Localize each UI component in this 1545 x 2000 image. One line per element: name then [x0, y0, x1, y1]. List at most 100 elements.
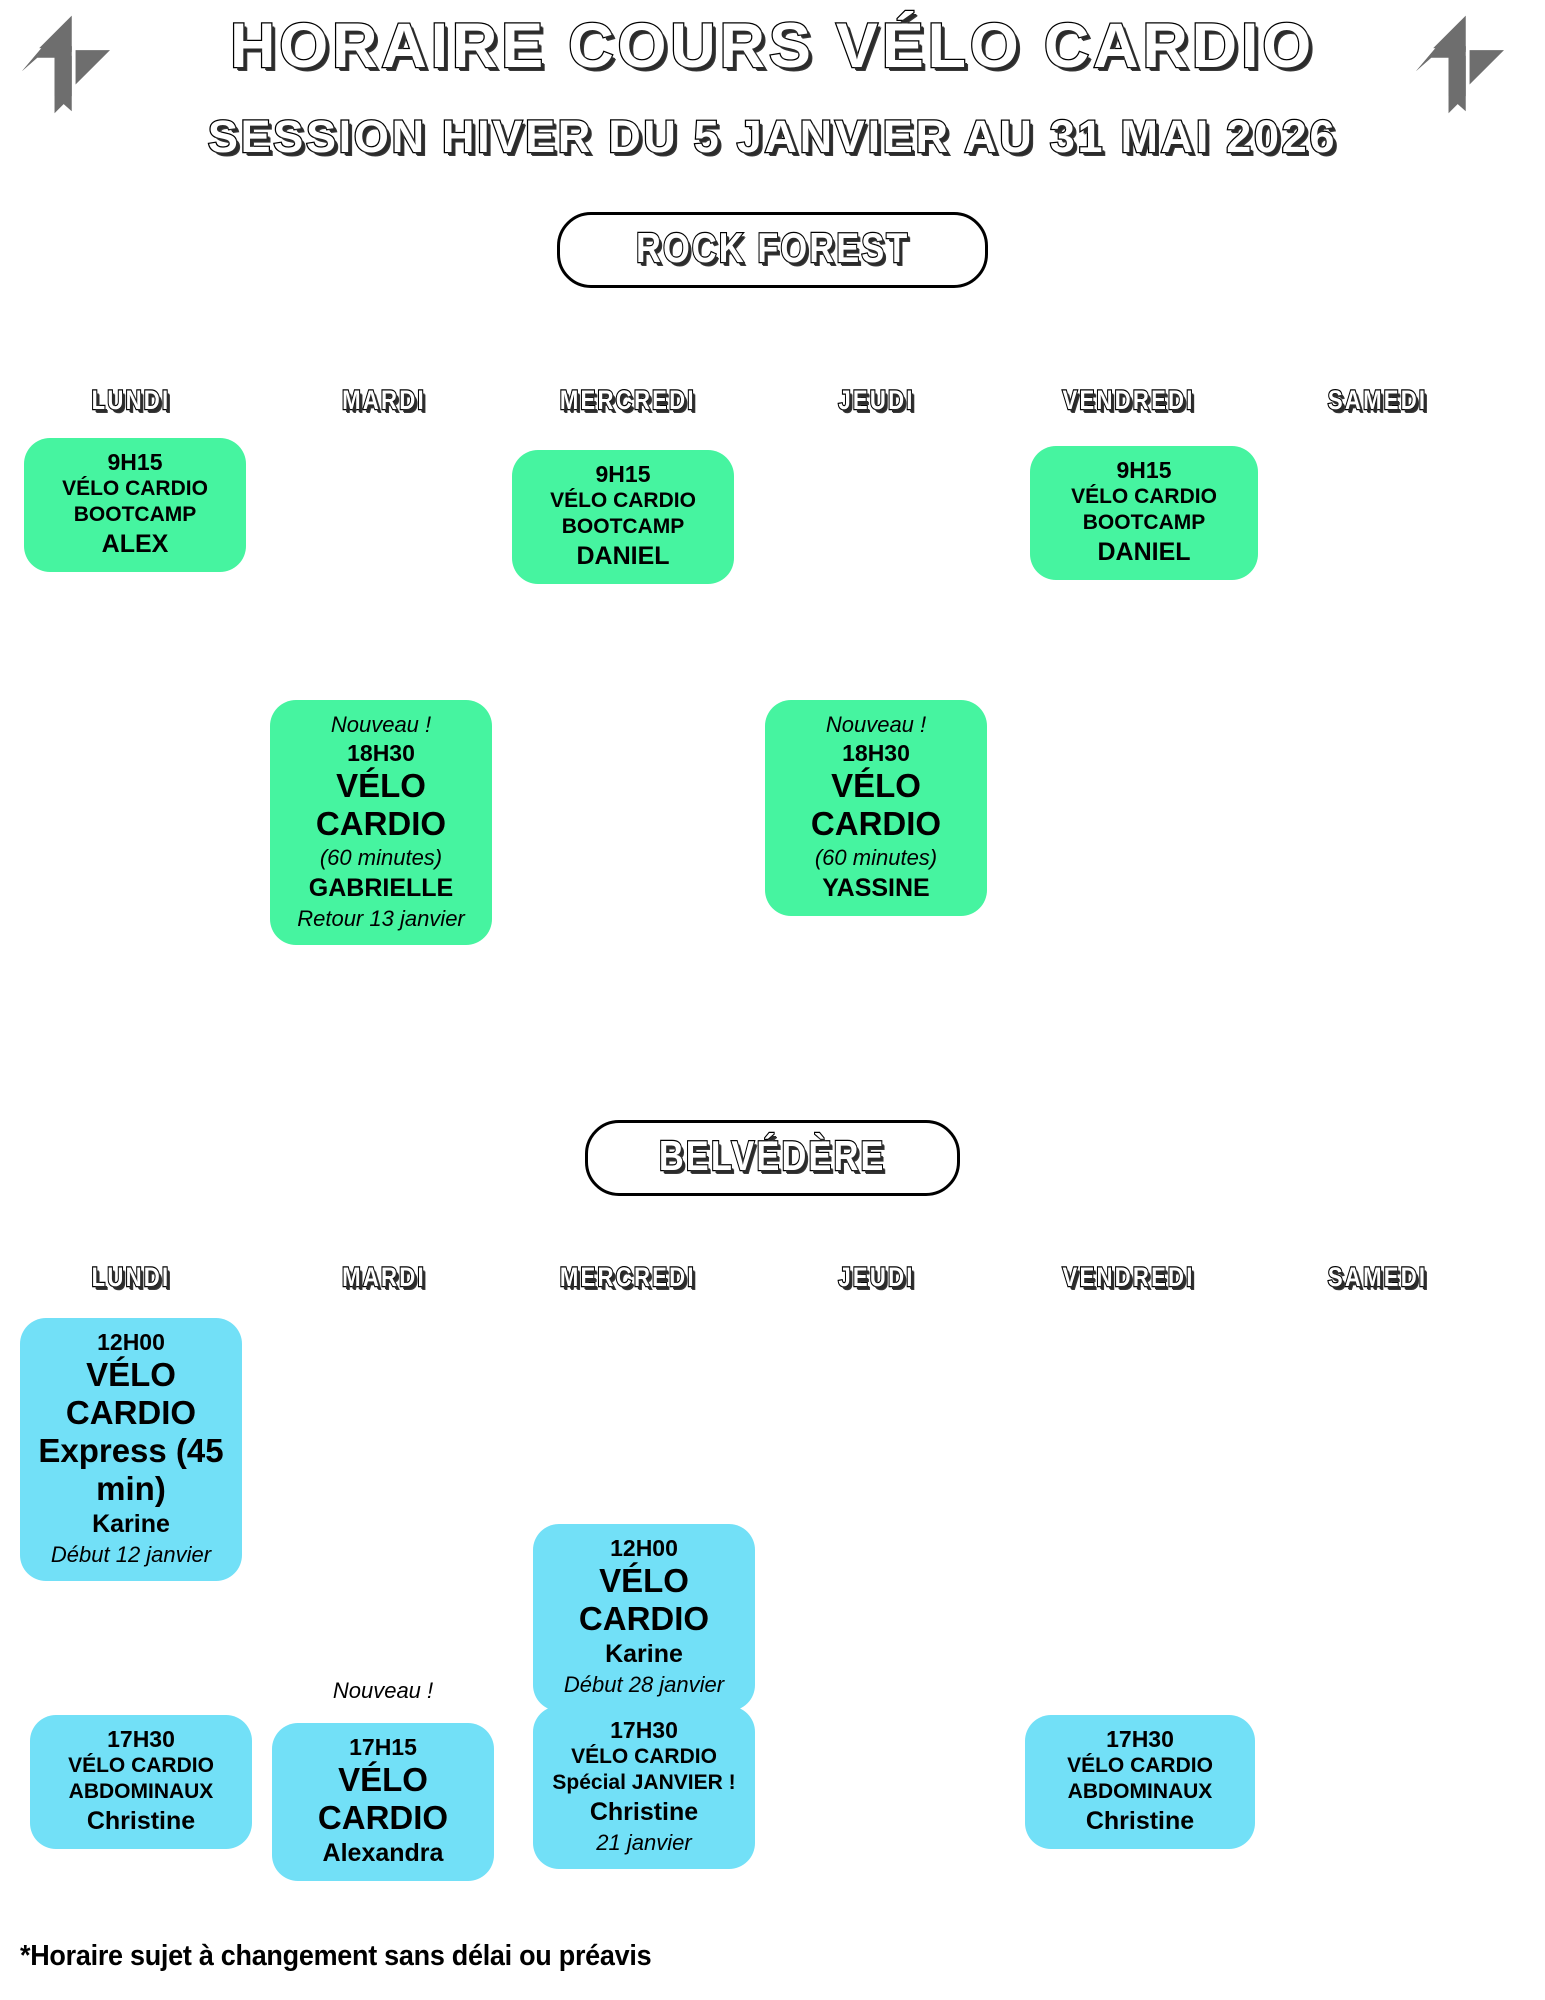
class-card-line-time: 12H00: [97, 1329, 165, 1355]
day-header-jeudi: JEUDI: [752, 1260, 1002, 1294]
day-header-lundi: LUNDI: [6, 383, 256, 417]
day-header-samedi: SAMEDI: [1253, 1260, 1503, 1294]
class-card-line-body: VÉLO CARDIO: [62, 477, 208, 500]
brand-logo-right-icon: [1412, 8, 1508, 118]
class-card-line-note: Début 12 janvier: [50, 1542, 212, 1567]
class-card-line-title-lg: VÉLO CARDIO: [810, 767, 942, 842]
class-card-line-name-lg: ALEX: [101, 530, 169, 558]
class-card-line-title-lg: VÉLO CARDIO: [315, 767, 447, 842]
class-card-line-note: Nouveau !: [825, 712, 927, 737]
day-header-vendredi: VENDREDI: [1004, 383, 1254, 417]
class-card-line-body: VÉLO CARDIO: [1071, 485, 1217, 508]
class-card-line-name-lg: DANIEL: [1097, 538, 1191, 566]
day-header-label: JEUDI: [838, 1261, 916, 1294]
class-card-line-body: BOOTCAMP: [1082, 511, 1206, 534]
location-header-belvedere: BELVÉDÈRE: [0, 1120, 1545, 1196]
day-header-label: VENDREDI: [1062, 384, 1196, 417]
day-header-label: MARDI: [341, 1261, 426, 1294]
day-header-label: SAMEDI: [1327, 384, 1428, 417]
class-card-line-name-lg: DANIEL: [576, 542, 670, 570]
page-title-text: HORAIRE COURS VÉLO CARDIO: [229, 10, 1316, 83]
day-header-label: MERCREDI: [559, 384, 696, 417]
class-card-line-name-lg: Christine: [86, 1807, 196, 1835]
class-card-line-time: 17H30: [1106, 1726, 1174, 1752]
session-subtitle-text: SESSION HIVER DU 5 JANVIER AU 31 MAI 202…: [207, 110, 1338, 164]
class-card-line-time: 9H15: [595, 461, 651, 487]
class-card-line-body: VÉLO CARDIO: [571, 1745, 717, 1768]
day-header-lundi: LUNDI: [6, 1260, 256, 1294]
class-card-line-body: Spécial JANVIER !: [552, 1771, 736, 1794]
session-subtitle: SESSION HIVER DU 5 JANVIER AU 31 MAI 202…: [0, 110, 1545, 164]
class-card-line-name-lg: YASSINE: [822, 874, 930, 902]
class-card-line-body: VÉLO CARDIO: [1067, 1754, 1213, 1777]
day-header-jeudi: JEUDI: [752, 383, 1002, 417]
class-card-line-name-lg: GABRIELLE: [308, 874, 454, 902]
day-header-label: SAMEDI: [1327, 1261, 1428, 1294]
class-card-line-name-lg: Alexandra: [322, 1839, 444, 1867]
class-card-line-note: (60 minutes): [814, 845, 938, 870]
class-card-line-body: ABDOMINAUX: [1067, 1780, 1213, 1803]
class-card-line-body: VÉLO CARDIO: [68, 1754, 214, 1777]
day-header-label: LUNDI: [91, 1261, 171, 1294]
location-name: ROCK FOREST: [635, 223, 910, 273]
class-card-line-name-lg: Karine: [605, 1640, 683, 1668]
class-card-line-title-lg: VÉLO CARDIO: [317, 1761, 449, 1836]
class-card-line-note: Début 28 janvier: [563, 1672, 725, 1697]
class-card-line-body: BOOTCAMP: [561, 515, 685, 538]
class-card-line-time: 18H30: [842, 740, 910, 766]
page-title: HORAIRE COURS VÉLO CARDIO: [0, 8, 1545, 84]
day-header-samedi: SAMEDI: [1253, 383, 1503, 417]
day-header-label: MARDI: [341, 384, 426, 417]
day-header-label: LUNDI: [91, 384, 171, 417]
class-card-line-name-lg: Christine: [589, 1798, 699, 1826]
day-header-mercredi: MERCREDI: [503, 383, 753, 417]
class-card-line-time: 17H15: [349, 1734, 417, 1760]
card-outside-note: Nouveau !: [332, 1678, 434, 1703]
location-pill: ROCK FOREST: [556, 212, 989, 288]
class-card-line-time: 17H30: [610, 1717, 678, 1743]
class-card-line-time: 17H30: [107, 1726, 175, 1752]
day-header-mardi: MARDI: [259, 1260, 509, 1294]
day-header-row-belvedere: LUNDI MARDI MERCREDI JEUDI VENDREDI SAMEDI: [0, 1260, 1545, 1300]
class-card-line-note: (60 minutes): [319, 845, 443, 870]
class-card-line-note: Retour 13 janvier: [297, 906, 465, 931]
day-header-mardi: MARDI: [259, 383, 509, 417]
class-card-line-title-lg: Express (45 min): [38, 1432, 224, 1507]
class-card-line-time: 9H15: [1116, 457, 1172, 483]
day-header-label: MERCREDI: [559, 1261, 696, 1294]
location-pill: BELVÉDÈRE: [585, 1120, 960, 1196]
class-card-line-body: ABDOMINAUX: [68, 1780, 214, 1803]
day-header-row-rock-forest: LUNDI MARDI MERCREDI JEUDI VENDREDI SAMEDI: [0, 383, 1545, 423]
class-card-line-title-lg: VÉLO CARDIO: [578, 1562, 710, 1637]
class-card-line-time: 9H15: [107, 449, 163, 475]
location-header-rock-forest: ROCK FOREST: [0, 212, 1545, 288]
brand-logo-left-icon: [18, 8, 114, 118]
class-card-line-name-lg: Karine: [92, 1510, 170, 1538]
day-header-label: VENDREDI: [1062, 1261, 1196, 1294]
class-card-line-title-lg: VÉLO CARDIO: [65, 1356, 197, 1431]
class-card-line-body: VÉLO CARDIO: [550, 489, 696, 512]
class-card-line-name-lg: Christine: [1085, 1807, 1195, 1835]
day-header-mercredi: MERCREDI: [503, 1260, 753, 1294]
day-header-label: JEUDI: [838, 384, 916, 417]
poster-header: HORAIRE COURS VÉLO CARDIO SESSION HIVER …: [0, 0, 1545, 190]
class-card-line-body: BOOTCAMP: [73, 503, 197, 526]
footer-disclaimer: *Horaire sujet à changement sans délai o…: [20, 1940, 652, 1972]
day-header-vendredi: VENDREDI: [1004, 1260, 1254, 1294]
class-card-line-note: Nouveau !: [330, 712, 432, 737]
class-card-line-note: 21 janvier: [596, 1830, 692, 1855]
class-card-line-time: 18H30: [347, 740, 415, 766]
class-card-line-time: 12H00: [610, 1535, 678, 1561]
location-name: BELVÉDÈRE: [658, 1131, 886, 1181]
